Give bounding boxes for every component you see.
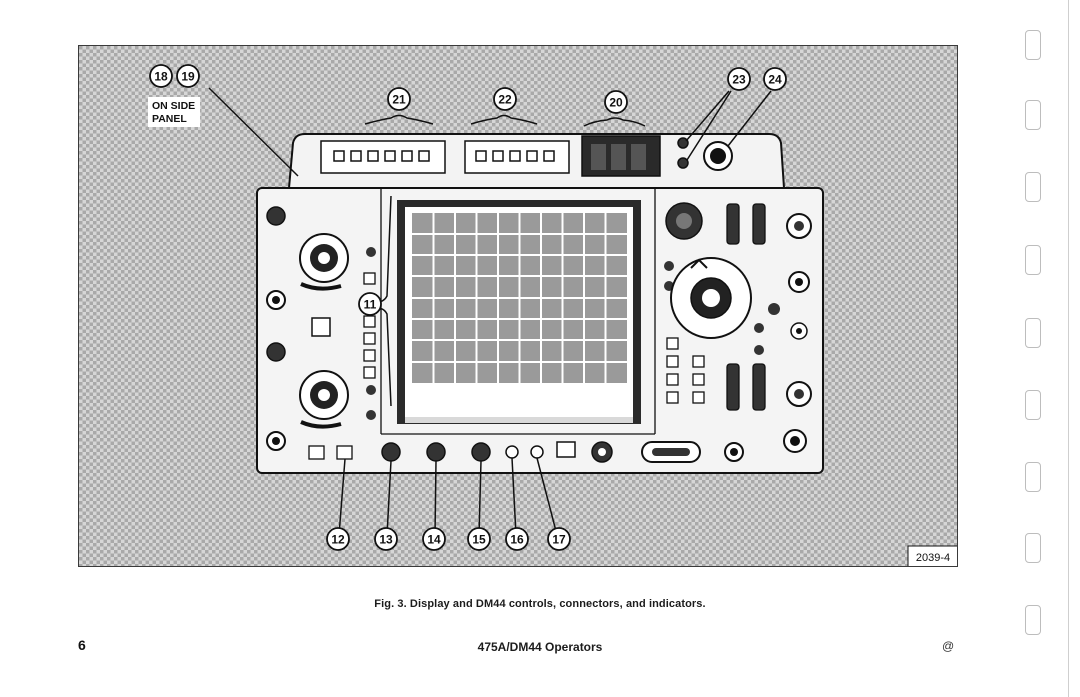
callout-12-label: 12 <box>331 533 345 547</box>
callouts: 18 19 21 22 20 23 <box>149 64 787 551</box>
binder-hole <box>1025 172 1041 202</box>
binder-hole <box>1025 245 1041 275</box>
page-number: 6 <box>78 637 86 653</box>
figure-frame: ON SIDE PANEL 18 19 21 22 20 <box>78 45 958 567</box>
binder-edge-line <box>1068 0 1069 697</box>
dm44-button-row-left <box>333 150 430 162</box>
figure-id-label: 2039-4 <box>916 552 950 564</box>
right-controls <box>664 202 812 411</box>
callout-23: 23 <box>727 67 751 91</box>
binder-hole <box>1025 318 1041 348</box>
callout-18-label: 18 <box>154 70 168 84</box>
callout-20: 20 <box>604 90 628 114</box>
callout-19-label: 19 <box>181 70 195 84</box>
footer-title: 475A/DM44 Operators <box>477 640 603 654</box>
binder-hole <box>1025 533 1041 563</box>
dm44-digital-readout <box>581 135 661 177</box>
leader-lines <box>208 87 772 536</box>
callout-22-label: 22 <box>498 93 512 107</box>
oscilloscope-panel <box>256 187 824 474</box>
dm44-button-row-right <box>475 150 555 162</box>
callout-14: 14 <box>422 527 446 551</box>
callout-15: 15 <box>467 527 491 551</box>
crt-screen <box>397 200 641 424</box>
callout-20-label: 20 <box>609 96 623 110</box>
footer-mark: @ <box>942 639 955 653</box>
binder-hole <box>1025 462 1041 492</box>
side-panel-note-line1: ON SIDE <box>152 100 195 112</box>
callout-18: 18 <box>149 64 173 88</box>
figure-id-box <box>907 545 957 566</box>
callout-24: 24 <box>763 67 787 91</box>
callout-24-label: 24 <box>768 73 782 87</box>
side-panel-note-line2: PANEL <box>152 113 187 125</box>
binder-hole <box>1025 390 1041 420</box>
oscilloscope-illustration: ON SIDE PANEL 18 19 21 22 20 <box>79 46 957 566</box>
binder-hole <box>1025 605 1041 635</box>
binder-hole <box>1025 30 1041 60</box>
callout-21-label: 21 <box>392 93 406 107</box>
binder-strip <box>1010 0 1080 697</box>
callout-13: 13 <box>374 527 398 551</box>
callout-21: 21 <box>387 87 411 111</box>
callout-23-label: 23 <box>732 73 746 87</box>
binder-hole <box>1025 100 1041 130</box>
callout-11: 11 <box>358 292 382 316</box>
callout-17-label: 17 <box>552 533 566 547</box>
callout-13-label: 13 <box>379 533 393 547</box>
callout-16-label: 16 <box>510 533 524 547</box>
dm44-indicator-lower <box>677 157 689 169</box>
side-panel-note-box <box>148 97 200 127</box>
callout-11-label: 11 <box>364 298 377 312</box>
callout-22: 22 <box>493 87 517 111</box>
callout-17: 17 <box>547 527 571 551</box>
callout-12: 12 <box>326 527 350 551</box>
figure-caption: Fig. 3. Display and DM44 controls, conne… <box>374 598 706 610</box>
callout-15-label: 15 <box>472 533 486 547</box>
callout-16: 16 <box>505 527 529 551</box>
callout-19: 19 <box>176 64 200 88</box>
dm44-unit <box>287 114 786 189</box>
left-controls <box>266 206 376 460</box>
callout-14-label: 14 <box>427 533 441 547</box>
